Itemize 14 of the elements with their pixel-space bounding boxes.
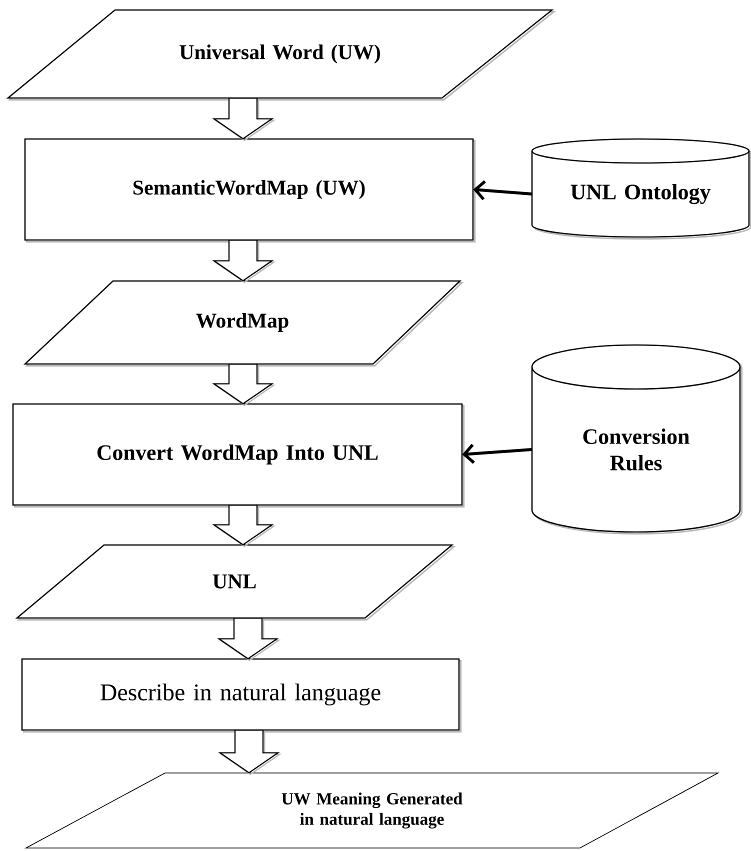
node-label: Conversion Rules — [583, 428, 690, 470]
arrow — [462, 444, 532, 464]
block-arrow — [212, 504, 276, 548]
process-box: Convert WordMap Into UNL — [12, 403, 465, 508]
block-arrow — [218, 730, 282, 776]
database-cylinder: Conversion Rules — [531, 344, 743, 535]
process-box: Describe in natural language — [21, 658, 462, 733]
block-arrow — [212, 98, 276, 142]
block-arrow — [212, 364, 276, 406]
arrow — [473, 180, 532, 200]
database-cylinder: UNL Ontology — [531, 138, 751, 240]
process-box: SemanticWordMap (UW) — [24, 138, 476, 243]
block-arrow — [217, 618, 281, 662]
block-arrow — [212, 240, 276, 284]
